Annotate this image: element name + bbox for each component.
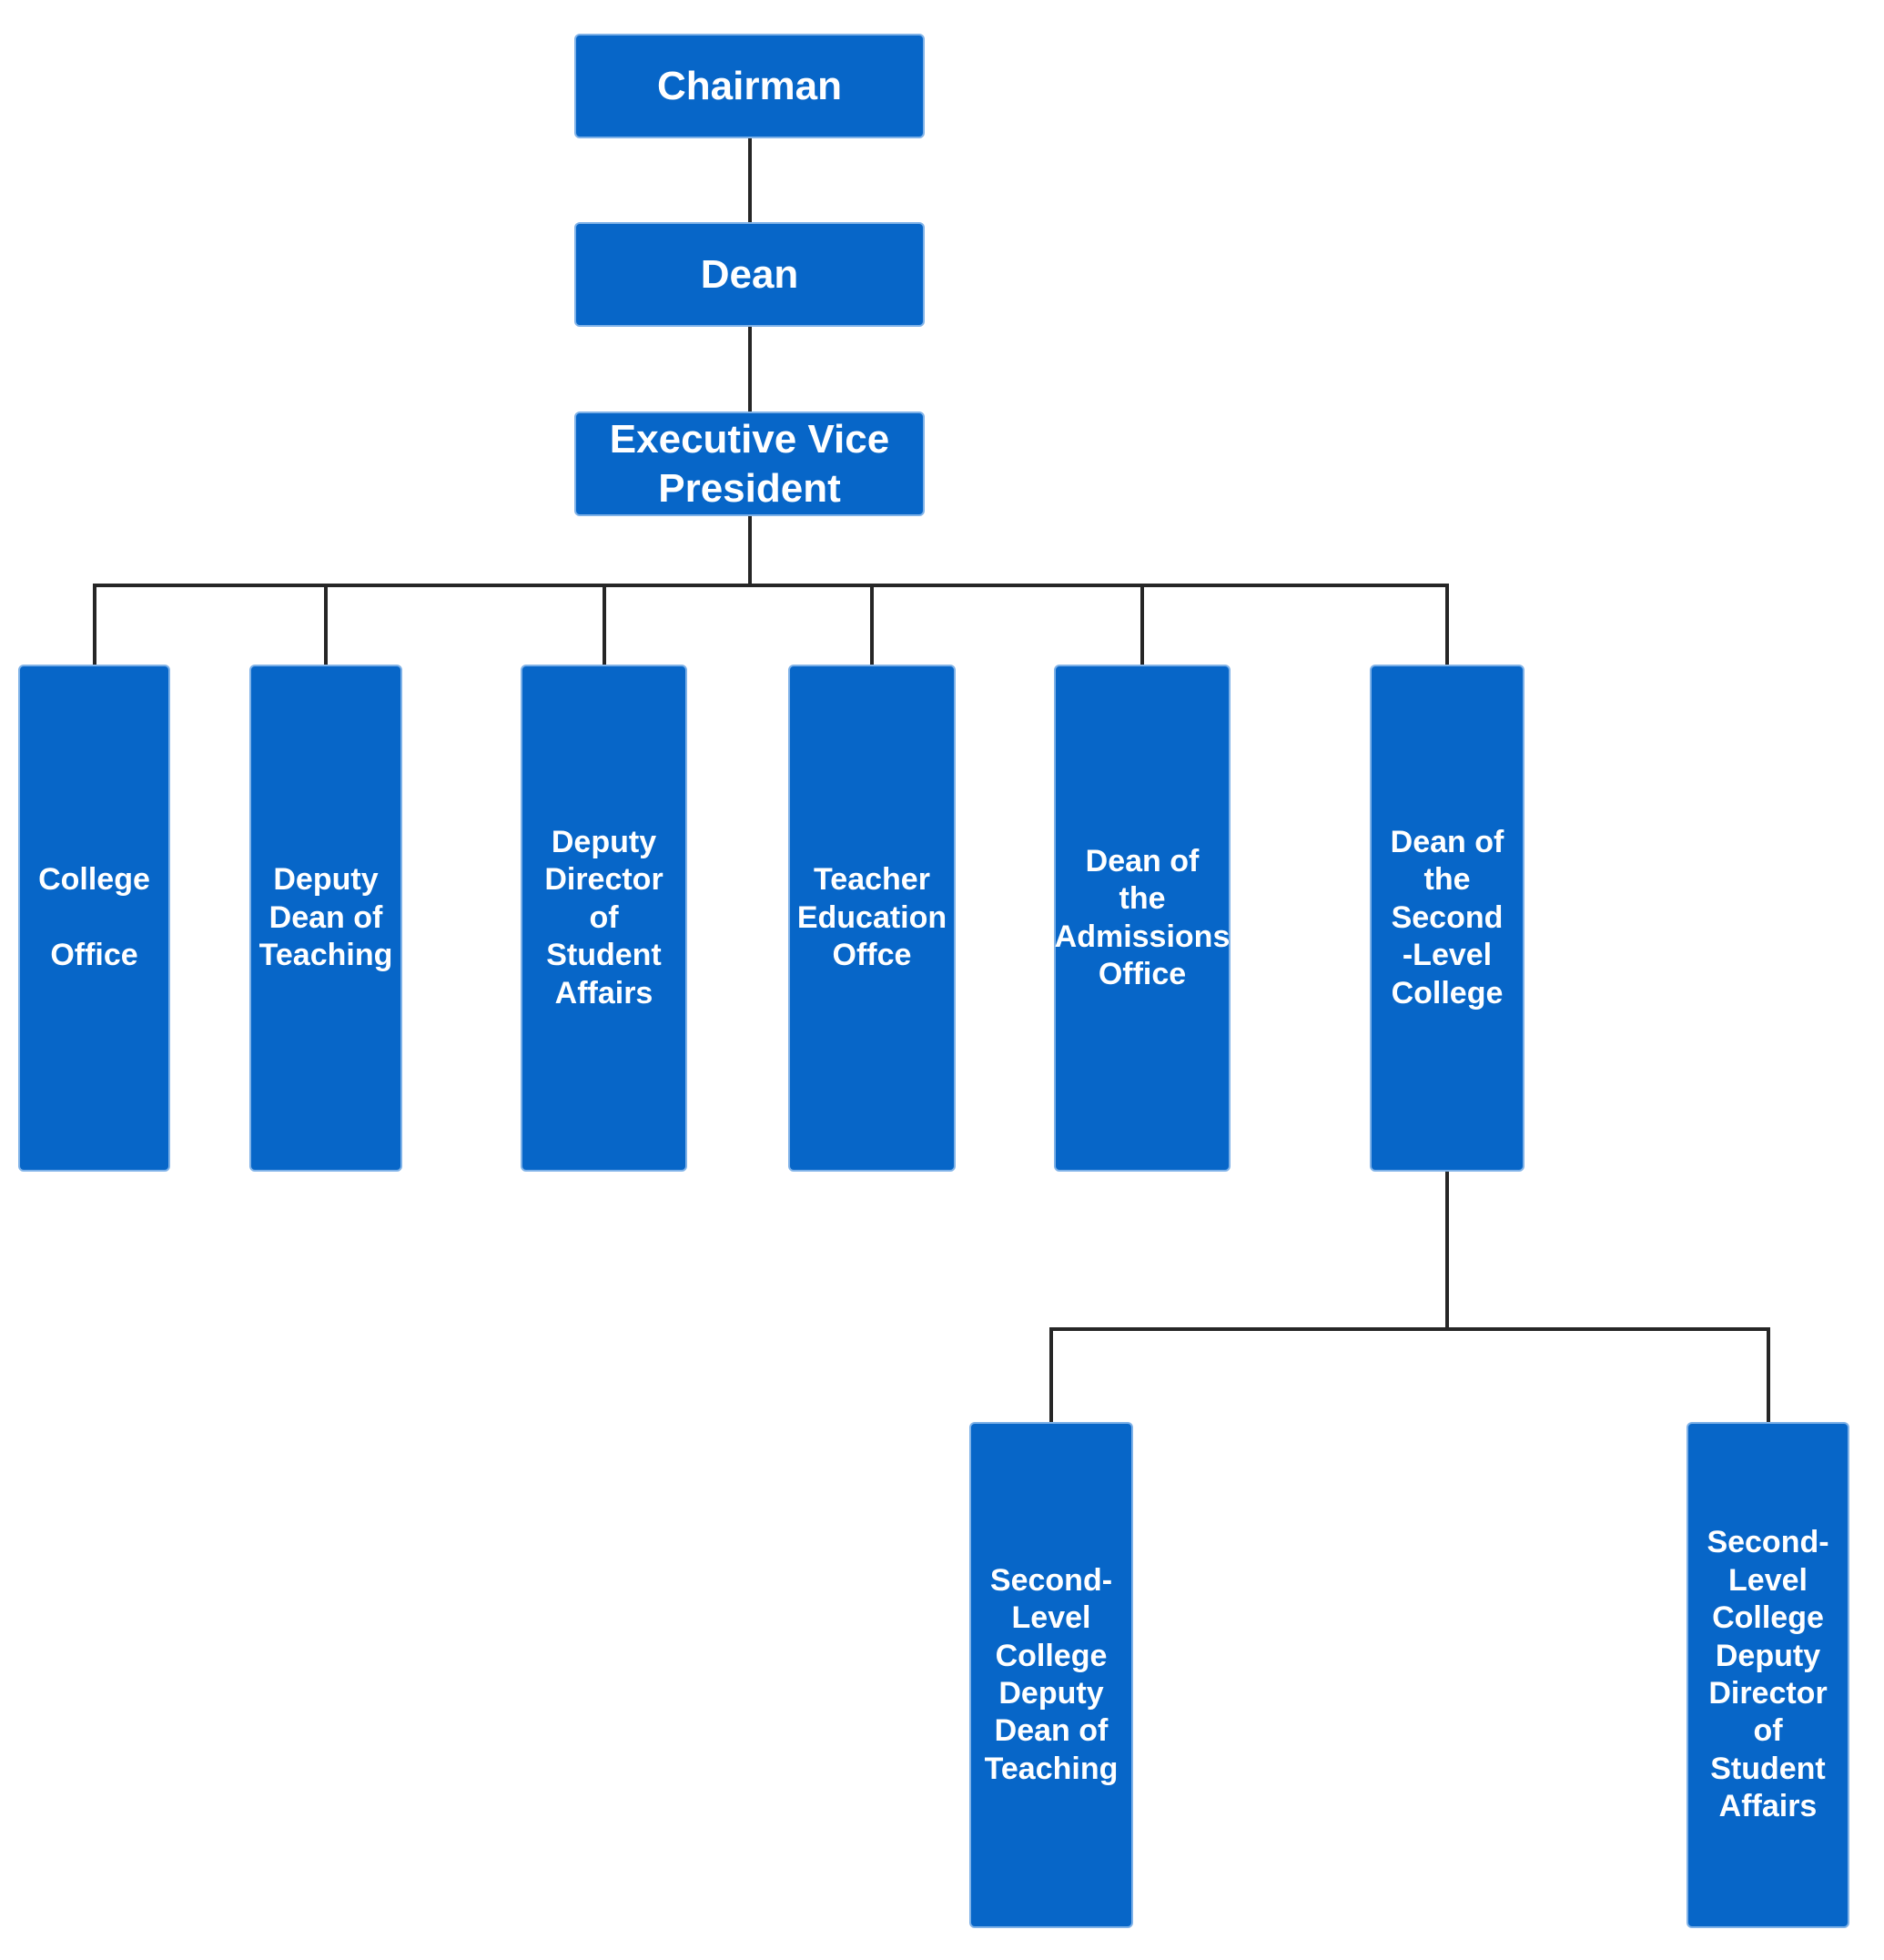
org-node-dean-of-the-second-level-college: Dean of the Second -Level College	[1370, 665, 1524, 1172]
org-node-executive-vice-president: Executive Vice President	[574, 411, 925, 516]
connector-tier2-distributor	[93, 584, 1449, 587]
org-node-deputy-dean-of-teaching: Deputy Dean of Teaching	[249, 665, 402, 1172]
connector-drop-teacher-education-office	[870, 585, 874, 665]
connector-drop-deputy-director-of-student-affairs	[603, 585, 606, 665]
connector-chairman-dean	[748, 138, 752, 222]
connector-drop-deputy-dean-of-teaching	[324, 585, 328, 665]
org-node-teacher-education-office: Teacher Education Offce	[788, 665, 956, 1172]
connector-drop-college-office	[93, 585, 96, 665]
org-node-deputy-director-of-student-affairs: Deputy Director of Student Affairs	[521, 665, 687, 1172]
org-node-second-level-college-deputy-director-of-student-affairs: Second- Level College Deputy Director of…	[1686, 1422, 1849, 1928]
connector-dean-evp	[748, 327, 752, 411]
connector-drop-dean-of-the-admissions-office	[1140, 585, 1144, 665]
connector-drop-slc-deputy-director-of-student-affairs	[1767, 1329, 1770, 1422]
connector-slc-dean-stem	[1445, 1172, 1449, 1329]
org-node-chairman: Chairman	[574, 34, 925, 138]
connector-evp-stem	[748, 516, 752, 585]
org-node-dean: Dean	[574, 222, 925, 327]
org-node-dean-of-the-admissions-office: Dean of the Admissions Office	[1054, 665, 1231, 1172]
connector-drop-slc-deputy-dean-of-teaching	[1049, 1329, 1053, 1422]
org-node-second-level-college-deputy-dean-of-teaching: Second- Level College Deputy Dean of Tea…	[969, 1422, 1133, 1928]
connector-tier3-distributor	[1049, 1327, 1770, 1331]
org-node-college-office: College Office	[18, 665, 170, 1172]
connector-drop-dean-of-the-second-level-college	[1445, 585, 1449, 665]
